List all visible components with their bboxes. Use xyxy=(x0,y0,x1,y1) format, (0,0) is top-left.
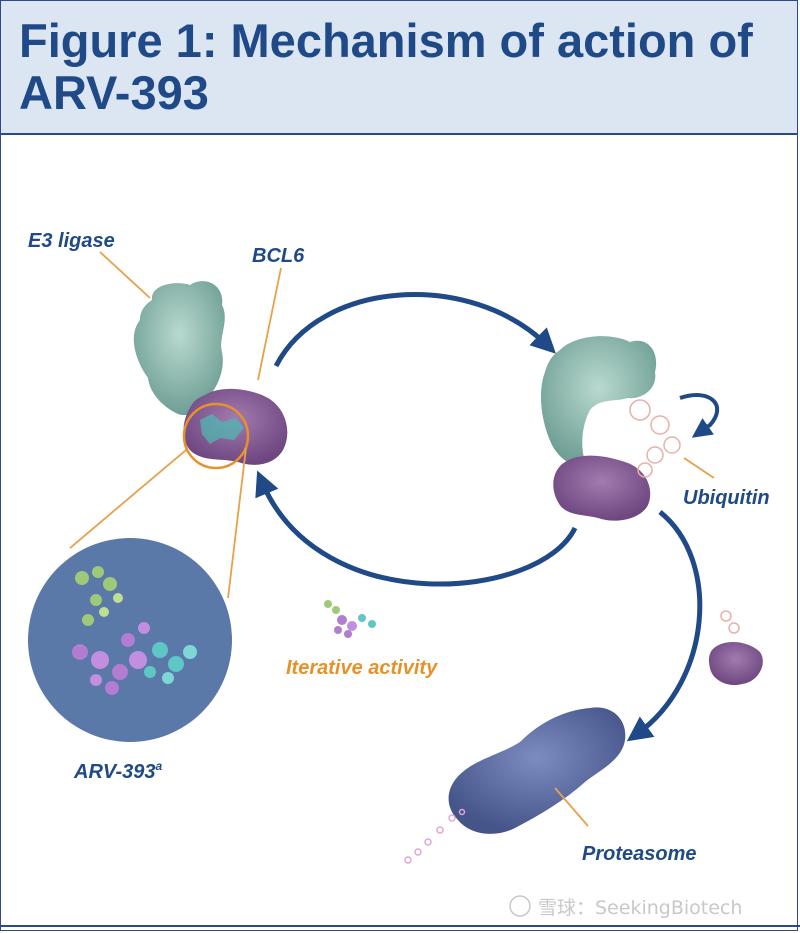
e3-ligase-protein-ternary xyxy=(540,336,657,465)
zoom-leader-right xyxy=(227,447,247,599)
figure-header: Figure 1: Mechanism of action of ARV-393 xyxy=(1,1,797,135)
released-arv-393 xyxy=(324,600,376,638)
proteasome-leader xyxy=(554,787,589,827)
proteasome-protein xyxy=(448,707,626,834)
ubiquitinated-bcl6 xyxy=(708,610,763,686)
arv-393-label: ARV-393a xyxy=(73,759,163,783)
iterative-activity-label: Iterative activity xyxy=(286,657,438,679)
zoom-highlight-circle xyxy=(182,402,250,470)
zoom-leader-left xyxy=(69,449,187,549)
ubiquitin-label: Ubiquitin xyxy=(683,487,770,509)
ternary-complex xyxy=(540,336,720,521)
forward-arc-arrow xyxy=(273,292,556,368)
watermark-text: 雪球：SeekingBiotech xyxy=(538,897,742,919)
arv-393-superscript: a xyxy=(156,759,163,773)
degraded-peptides xyxy=(404,808,466,864)
bcl6-leader xyxy=(257,267,282,381)
proteasome-label: Proteasome xyxy=(582,843,697,865)
recycle-arc-arrow xyxy=(255,470,578,587)
proteasome-complex xyxy=(404,707,626,864)
ubiquitin-chain xyxy=(629,399,681,478)
figure-title: Figure 1: Mechanism of action of ARV-393 xyxy=(19,14,753,119)
footer-rule xyxy=(0,925,800,927)
e3-ligase-leader xyxy=(99,251,151,299)
e3-ligase-bcl6-complex xyxy=(133,281,288,470)
e3-ligase-label: E3 ligase xyxy=(28,230,115,252)
e3-ligase-protein xyxy=(133,281,225,416)
watermark: 雪球：SeekingBiotech xyxy=(509,895,742,919)
arv-393-zoom xyxy=(28,538,232,742)
bcl6-protein-ternary xyxy=(553,455,651,521)
arv-393-bound xyxy=(200,414,244,444)
ubiquitination-arrow xyxy=(679,393,720,438)
ubiquitin-leader xyxy=(683,457,715,479)
bcl6-label: BCL6 xyxy=(252,245,305,267)
arv-393-molecule xyxy=(72,566,197,695)
watermark-logo-icon xyxy=(509,895,531,917)
degradation-arc-arrow xyxy=(626,510,703,742)
arv-393-label-text: ARV-393 xyxy=(73,761,156,783)
